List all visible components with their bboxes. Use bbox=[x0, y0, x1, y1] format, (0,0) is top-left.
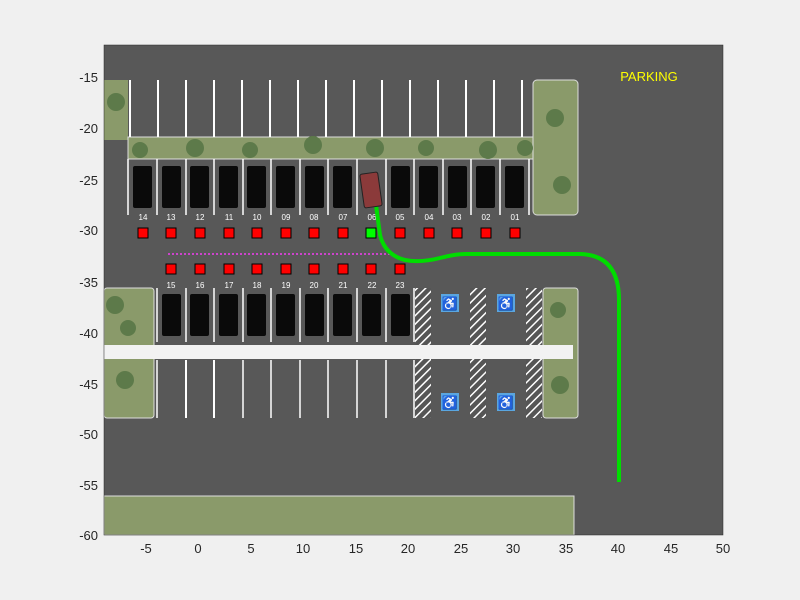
svg-text:16: 16 bbox=[196, 281, 205, 290]
x-tick: 5 bbox=[247, 541, 255, 556]
svg-text:10: 10 bbox=[253, 213, 262, 222]
planned-path bbox=[374, 204, 621, 482]
svg-text:14: 14 bbox=[139, 213, 148, 222]
x-tick: 50 bbox=[715, 541, 731, 556]
x-tick: -5 bbox=[140, 541, 152, 556]
svg-text:18: 18 bbox=[253, 281, 262, 290]
target-spot-marker bbox=[365, 227, 377, 239]
svg-text:♿: ♿ bbox=[498, 296, 514, 311]
svg-text:♿: ♿ bbox=[498, 395, 514, 410]
svg-text:03: 03 bbox=[453, 213, 462, 222]
bottom-row-occupied-spots bbox=[162, 294, 410, 336]
x-tick: 35 bbox=[558, 541, 574, 556]
y-tick: -55 bbox=[79, 478, 98, 493]
svg-text:20: 20 bbox=[310, 281, 319, 290]
svg-text:07: 07 bbox=[339, 213, 348, 222]
y-tick: -15 bbox=[79, 70, 98, 85]
y-tick: -45 bbox=[79, 377, 98, 392]
svg-text:01: 01 bbox=[511, 213, 520, 222]
x-tick: 20 bbox=[400, 541, 416, 556]
y-tick: -35 bbox=[79, 275, 98, 290]
y-tick: -60 bbox=[79, 528, 98, 543]
bottom-lane-lines bbox=[185, 360, 215, 418]
axes-frame bbox=[103, 44, 724, 536]
y-tick: -30 bbox=[79, 223, 98, 238]
trees bbox=[106, 93, 571, 394]
top-row-dividers bbox=[127, 159, 530, 215]
wheelchair-icons: ♿ ♿ ♿ ♿ bbox=[441, 294, 515, 411]
x-tick: 15 bbox=[348, 541, 364, 556]
parking-annotation: PARKING bbox=[620, 69, 678, 84]
svg-text:08: 08 bbox=[310, 213, 319, 222]
y-tick: -40 bbox=[79, 326, 98, 341]
svg-text:13: 13 bbox=[167, 213, 176, 222]
svg-text:22: 22 bbox=[368, 281, 377, 290]
svg-text:11: 11 bbox=[225, 213, 234, 222]
svg-text:04: 04 bbox=[425, 213, 434, 222]
ego-vehicle bbox=[359, 171, 383, 209]
svg-text:06: 06 bbox=[368, 213, 377, 222]
y-tick: -20 bbox=[79, 121, 98, 136]
svg-text:17: 17 bbox=[225, 281, 234, 290]
top-lane-lines bbox=[129, 80, 523, 137]
svg-text:♿: ♿ bbox=[442, 296, 458, 311]
x-tick: 45 bbox=[663, 541, 679, 556]
svg-text:09: 09 bbox=[282, 213, 291, 222]
grass-islands bbox=[103, 79, 579, 536]
svg-text:23: 23 bbox=[396, 281, 405, 290]
x-tick: 0 bbox=[194, 541, 202, 556]
svg-text:05: 05 bbox=[396, 213, 405, 222]
svg-text:12: 12 bbox=[196, 213, 205, 222]
x-tick: 10 bbox=[295, 541, 311, 556]
svg-text:02: 02 bbox=[482, 213, 491, 222]
x-tick: 25 bbox=[453, 541, 469, 556]
sidewalk bbox=[104, 345, 573, 359]
svg-text:21: 21 bbox=[339, 281, 348, 290]
free-spot-markers bbox=[137, 227, 521, 275]
y-tick: -50 bbox=[79, 427, 98, 442]
svg-text:15: 15 bbox=[167, 281, 176, 290]
svg-text:19: 19 bbox=[282, 281, 291, 290]
y-tick: -25 bbox=[79, 173, 98, 188]
svg-text:♿: ♿ bbox=[442, 395, 458, 410]
top-row-occupied-spots bbox=[133, 166, 524, 208]
x-tick: 30 bbox=[505, 541, 521, 556]
x-tick: 40 bbox=[610, 541, 626, 556]
